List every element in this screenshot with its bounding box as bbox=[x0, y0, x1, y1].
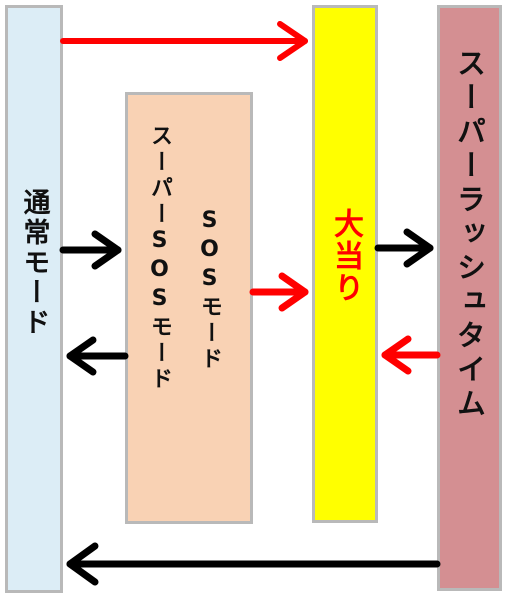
super-sos-mode-label: スーパーSOSモード bbox=[147, 124, 172, 393]
arrow-sos-to-jackpot bbox=[249, 272, 309, 312]
jackpot-box: 大当り bbox=[312, 5, 378, 523]
arrow-normal-to-sos bbox=[59, 230, 122, 270]
arrow-rush-to-jackpot bbox=[381, 335, 441, 375]
normal-mode-label: 通常モード bbox=[18, 188, 50, 338]
arrow-rush-to-normal bbox=[66, 542, 441, 586]
arrow-sos-to-normal bbox=[66, 336, 129, 376]
jackpot-label: 大当り bbox=[328, 208, 363, 304]
super-rush-label: スーパーラッシュタイム bbox=[452, 48, 487, 422]
arrow-jackpot-to-rush bbox=[374, 228, 434, 268]
super-rush-box: スーパーラッシュタイム bbox=[437, 5, 502, 591]
sos-mode-label: SOSモード bbox=[197, 208, 222, 373]
sos-mode-box bbox=[125, 92, 253, 524]
normal-mode-box: 通常モード bbox=[5, 5, 63, 593]
arrow-normal-to-jackpot bbox=[60, 21, 308, 61]
